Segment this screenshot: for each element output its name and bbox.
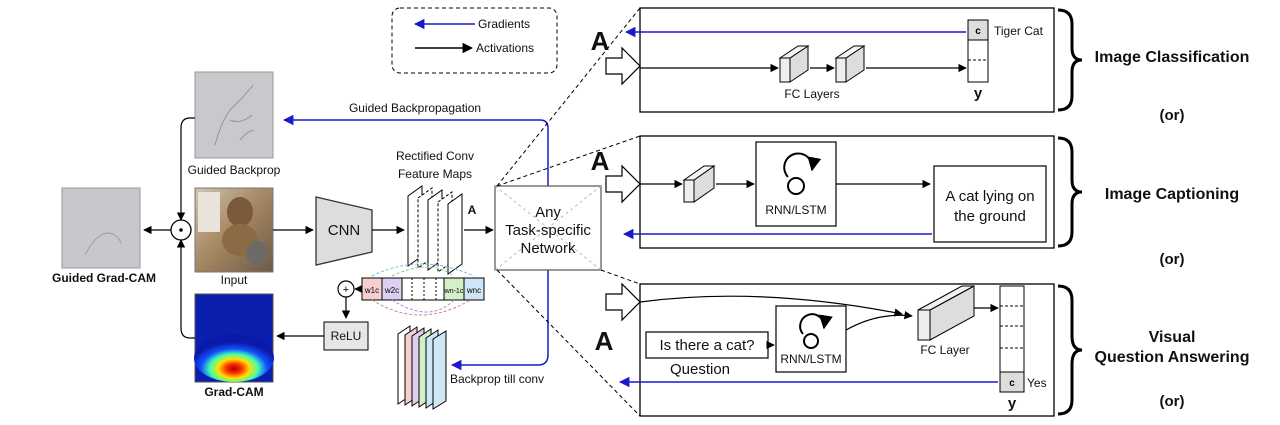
guided-grad-cam-image [61, 187, 141, 269]
multiply-dot-icon [179, 228, 183, 232]
captioning-input-arrow-icon [605, 164, 641, 204]
weight-wnc: wnc [466, 286, 481, 295]
legend-activations-label: Activations [476, 41, 534, 55]
vqa-rnn-box [775, 305, 847, 373]
grad-cam-label: Grad-CAM [204, 385, 263, 399]
task-network-line1: Any [535, 204, 561, 221]
weight-w2c: w2c [384, 286, 399, 295]
classification-fc-block-2 [834, 45, 866, 83]
feature-maps-A: A [468, 203, 477, 217]
vqa-rnn-label: RNN/LSTM [780, 352, 841, 366]
input-photo [194, 187, 274, 273]
weight-link-purple [391, 299, 455, 313]
vqa-title-line2: Question Answering [1095, 349, 1250, 366]
legend: Gradients Activations [391, 7, 558, 74]
braces [1057, 8, 1083, 416]
vqa-recurrent-loop-icon [799, 313, 833, 349]
caption-line2: the ground [954, 208, 1026, 225]
gradient-maps-stack [397, 325, 447, 410]
vqa-image-feature-arrow [639, 295, 903, 317]
vqa-y: y [1008, 395, 1017, 412]
weight-link-blue [371, 263, 475, 277]
or-label-2: (or) [1160, 251, 1185, 268]
guided-backprop-image [194, 71, 274, 159]
legend-box [391, 7, 558, 74]
or-label-1: (or) [1160, 107, 1185, 124]
arrow-backprop-till-conv [450, 270, 549, 371]
classification-output-vector [967, 19, 989, 83]
vqa-input-arrow-icon [605, 282, 641, 322]
backprop-till-conv-label: Backprop till conv [450, 372, 544, 386]
captioning-recurrent-loop-icon [783, 152, 822, 195]
vqa-A: A [595, 326, 614, 356]
relu-label: ReLU [331, 329, 362, 343]
caption-line1: A cat lying on [945, 188, 1034, 205]
vqa-fc-block [917, 285, 975, 341]
question-label: Question [670, 361, 730, 378]
weight-link-red [371, 299, 471, 316]
guided-backprop-label: Guided Backprop [188, 163, 281, 177]
vqa-rnn-to-fc-arrow [845, 310, 913, 331]
grad-cam-heatmap [194, 293, 274, 383]
vqa-output-vector [999, 285, 1025, 393]
legend-gradients-label: Gradients [478, 17, 530, 31]
weight-wn-1c: wn-1c [444, 288, 464, 295]
captioning-A: A [591, 146, 610, 176]
rectified-conv-label-line1: Rectified Conv [396, 149, 474, 163]
rectified-conv-label-line2: Feature Maps [398, 167, 472, 181]
captioning-rnn-box [755, 141, 837, 227]
caption-box [933, 165, 1047, 243]
classification-c: c [975, 26, 981, 37]
fc-layers-label: FC Layers [784, 87, 839, 101]
captioning-rnn-label: RNN/LSTM [765, 203, 826, 217]
feature-maps-stack [407, 185, 463, 275]
captioning-fc-block [682, 165, 716, 203]
vqa-title-line1: Visual [1149, 329, 1196, 346]
vqa-c: c [1009, 378, 1015, 389]
arrow-guided-backpropagation [282, 114, 549, 188]
task-network-line2: Task-specific [505, 222, 591, 239]
question-text: Is there a cat? [659, 337, 754, 354]
weight-w1c: w1c [364, 286, 379, 295]
cnn-block [315, 196, 373, 266]
task-network-line3: Network [520, 240, 576, 257]
image-classification-title: Image Classification [1095, 49, 1250, 66]
fc-layer-label: FC Layer [920, 343, 969, 357]
guided-backpropagation-label: Guided Backpropagation [349, 101, 481, 115]
weight-vector [361, 277, 485, 301]
arrow-gradcam-to-multiply [176, 239, 195, 339]
arrow-backprop-to-multiply [176, 117, 195, 221]
weight-link-green [391, 266, 455, 277]
cnn-label: CNN [328, 222, 361, 239]
relu-block [323, 321, 369, 351]
classification-y: y [974, 85, 983, 102]
plus-icon: + [343, 284, 349, 296]
input-label: Input [221, 273, 248, 287]
or-label-3: (or) [1160, 393, 1185, 410]
tiger-cat-label: Tiger Cat [994, 24, 1044, 38]
guided-grad-cam-label: Guided Grad-CAM [52, 271, 156, 285]
classification-fc-block-1 [778, 45, 810, 83]
projection-lines [496, 7, 641, 417]
image-captioning-title: Image Captioning [1105, 186, 1239, 203]
vqa-answer: Yes [1027, 376, 1047, 390]
task-network-box [494, 185, 602, 271]
classification-input-arrow-icon [605, 46, 641, 86]
classification-A: A [591, 26, 610, 56]
